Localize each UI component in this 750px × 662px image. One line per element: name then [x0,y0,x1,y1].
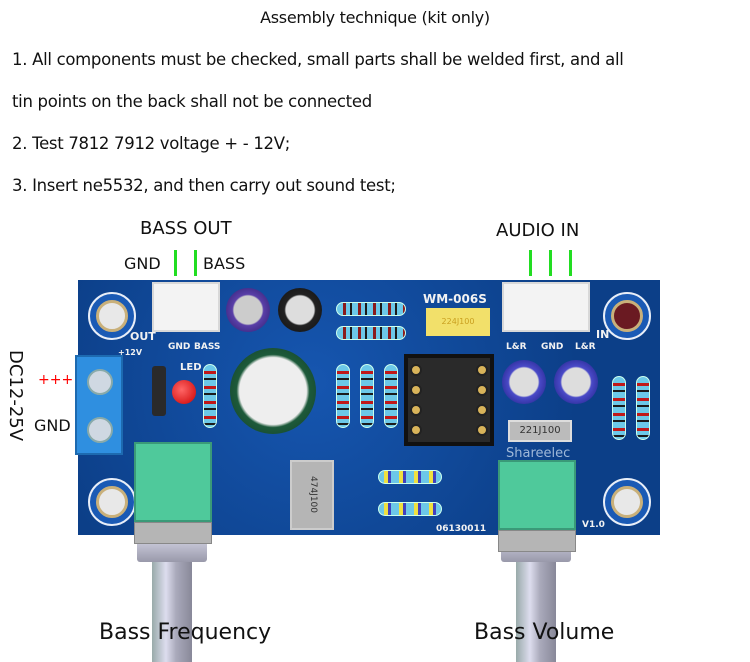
ne5532-ic [404,354,494,446]
grey-capacitor-left: 474J100 [290,460,334,530]
yellow-capacitor: 224J100 [426,308,490,336]
grey-capacitor-right: 221J100 [508,420,572,442]
silk-gnd-in: GND [541,342,564,352]
silk-12v: +12V [118,348,143,357]
step-1-line-2: tin points on the back shall not be conn… [12,92,372,111]
right-pot-shaft[interactable] [516,560,556,662]
silk-out: OUT [130,330,156,343]
bass-out-gnd-label: GND [124,254,161,273]
bass-frequency-pot-base [134,522,212,544]
diode [152,366,166,416]
brand-label: Shareelec [506,446,571,461]
bass-volume-pot[interactable] [498,460,576,530]
resistor-v-led [203,364,217,428]
bass-out-connector[interactable] [152,282,220,332]
power-plus-label: +++ [38,372,74,388]
resistor-v3 [384,364,398,428]
electrolytic-cap-2 [278,288,322,332]
resistor-v4 [612,376,626,440]
resistor-v5 [636,376,650,440]
power-gnd-label: GND [34,416,71,435]
audio-in-wire-3 [569,250,572,276]
audio-in-wire-2 [549,250,552,276]
left-pot-nut [137,540,207,562]
silk-gnd: GND [168,342,191,352]
led-indicator [172,380,196,404]
left-pot-shaft[interactable] [152,560,192,662]
terminal-screw-plus[interactable] [87,369,113,395]
step-1-line-1: 1. All components must be checked, small… [12,50,624,69]
resistor-v2 [360,364,374,428]
silk-lr-1: L&R [506,342,527,352]
mount-hole-bottom-right [603,478,651,526]
mount-hole-top-right [603,292,651,340]
electrolytic-cap-3 [502,360,546,404]
audio-in-connector[interactable] [502,282,590,332]
audio-in-label: AUDIO IN [496,220,580,241]
resistor-v1 [336,364,350,428]
resistor-h4 [378,502,442,516]
bass-frequency-pot[interactable] [134,442,212,522]
power-voltage-label: DC12-25V [5,350,26,442]
silk-bass: BASS [194,342,221,352]
silk-led: LED [180,362,202,373]
electrolytic-cap-4 [554,360,598,404]
silk-lr-2: L&R [575,342,596,352]
electrolytic-cap-1 [226,288,270,332]
terminal-screw-gnd[interactable] [87,417,113,443]
bass-frequency-label: Bass Frequency [99,620,272,645]
resistor-h2 [336,326,406,340]
gnd-wire-marker [174,250,177,276]
assembly-title: Assembly technique (kit only) [260,8,490,27]
mount-hole-top-left [88,292,136,340]
resistor-h1 [336,302,406,316]
bass-wire-marker [194,250,197,276]
main-filter-capacitor [230,348,316,434]
pcb-board: OUT IN GND BASS L&R GND L&R WM-006S 224J… [78,280,660,552]
step-2: 2. Test 7812 7912 voltage + - 12V; [12,134,291,153]
power-terminal-block[interactable] [75,355,123,455]
resistor-h3 [378,470,442,484]
bass-out-label: BASS OUT [140,218,232,239]
silk-in: IN [596,328,610,341]
model-label: WM-006S [423,292,487,306]
version-label: V1.0 [582,520,605,530]
bass-out-bass-label: BASS [203,254,246,273]
step-3: 3. Insert ne5532, and then carry out sou… [12,176,396,195]
bass-volume-pot-base [498,530,576,552]
bass-volume-label: Bass Volume [474,620,615,645]
audio-in-wire-1 [529,250,532,276]
serial-label: 06130011 [436,524,487,534]
mount-hole-bottom-left [88,478,136,526]
